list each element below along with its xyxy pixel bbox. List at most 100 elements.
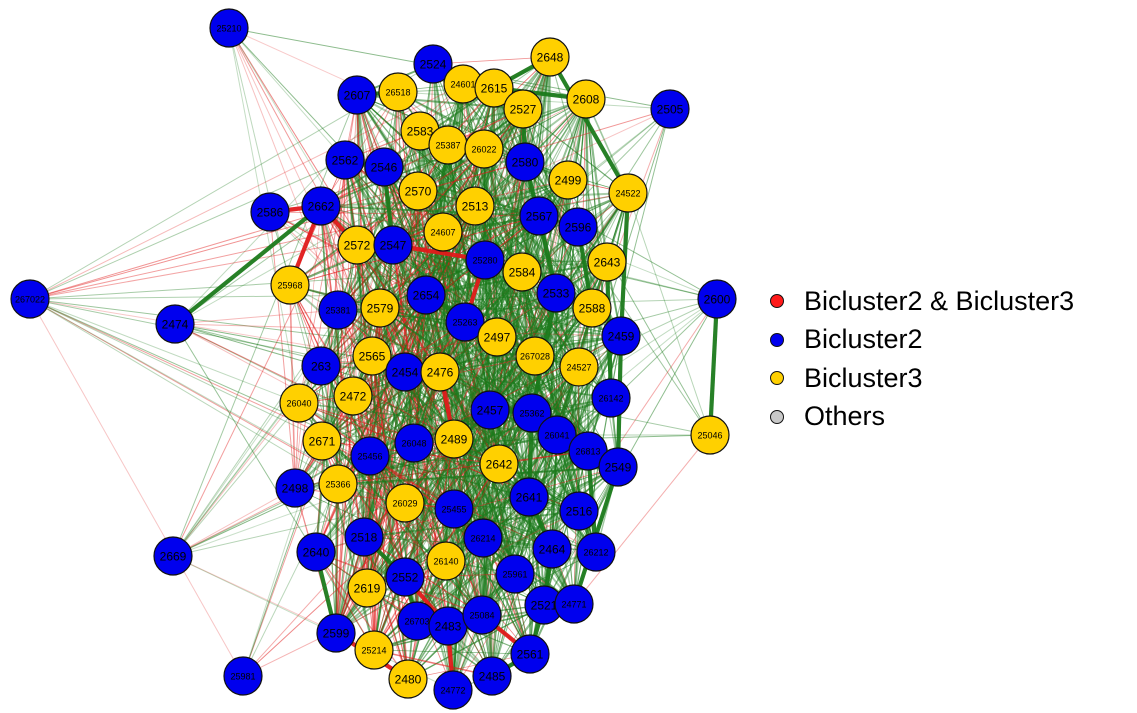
network-node-label: 2583 xyxy=(407,125,434,139)
network-node: 2454 xyxy=(385,352,425,392)
network-node: 2518 xyxy=(344,517,384,557)
network-node: 2643 xyxy=(587,242,627,282)
network-edge xyxy=(404,371,553,550)
network-node-circle xyxy=(333,376,373,416)
network-edge xyxy=(369,455,483,616)
network-node: 2474 xyxy=(155,304,195,344)
network-edge xyxy=(337,450,589,485)
network-edge-strong xyxy=(548,55,630,195)
network-node-label: 2599 xyxy=(323,627,350,641)
network-node: 24772 xyxy=(433,670,473,710)
network-edge xyxy=(447,438,455,627)
network-edge xyxy=(439,371,612,399)
network-node-label: 2497 xyxy=(484,331,511,345)
network-node-circle xyxy=(155,304,195,344)
network-node-label: 2570 xyxy=(405,185,432,199)
network-node-circle xyxy=(209,8,249,48)
network-node: 2505 xyxy=(650,89,690,129)
network-node-circle xyxy=(318,290,358,330)
network-edge xyxy=(404,412,533,504)
network-node: 2552 xyxy=(385,557,425,597)
network-node-circle xyxy=(385,557,425,597)
network-node-label: 25263 xyxy=(452,318,477,328)
network-node: 2549 xyxy=(598,447,638,487)
network-node: 24607 xyxy=(423,212,463,252)
network-node: 2561 xyxy=(510,634,550,674)
network-node: 2567 xyxy=(519,196,559,236)
network-node: 2572 xyxy=(337,225,377,265)
network-node-circle xyxy=(250,192,290,232)
network-node-circle xyxy=(532,529,572,569)
network-node-label: 2552 xyxy=(392,571,419,585)
legend-item: Bicluster3 xyxy=(770,359,1074,398)
network-node: 26040 xyxy=(279,383,319,423)
network-edge xyxy=(407,653,531,680)
network-edge xyxy=(373,336,498,651)
network-node-label: 24601 xyxy=(450,80,475,90)
network-node-circle xyxy=(302,421,342,461)
network-node: 2464 xyxy=(532,529,572,569)
network-node-label: 24527 xyxy=(566,363,591,373)
network-node: 25280 xyxy=(465,240,505,280)
network-edge xyxy=(573,434,711,605)
network-edge xyxy=(172,307,381,557)
legend-swatch xyxy=(770,409,784,424)
network-node-label: 2533 xyxy=(543,287,570,301)
network-node-circle xyxy=(434,489,474,529)
network-node-circle xyxy=(153,536,193,576)
network-node-circle xyxy=(434,419,474,459)
network-node-label: 2454 xyxy=(392,366,419,380)
network-node-circle xyxy=(413,44,453,84)
legend-label: Bicluster2 & Bicluster3 xyxy=(804,285,1075,316)
network-node-label: 2527 xyxy=(510,103,537,117)
network-node: 2671 xyxy=(302,421,342,461)
network-edge xyxy=(514,366,580,575)
network-edge xyxy=(172,502,406,557)
network-edge xyxy=(228,27,291,286)
network-node: 2499 xyxy=(548,160,588,200)
network-node-label: 2474 xyxy=(162,318,189,332)
network-node: 26041 xyxy=(537,415,577,455)
network-node: 2615 xyxy=(474,68,514,108)
network-node-circle xyxy=(548,160,588,200)
network-node: 2513 xyxy=(455,186,495,226)
network-node-label: 2562 xyxy=(332,154,359,168)
network-node-circle xyxy=(279,383,319,423)
network-node-label: 2516 xyxy=(566,505,593,519)
network-node-label: 2472 xyxy=(340,390,367,404)
network-node-label: 25084 xyxy=(469,611,494,621)
network-edge xyxy=(29,159,346,300)
network-edge xyxy=(228,27,346,161)
network-node-label: 26703 xyxy=(404,617,429,627)
network-node-label: 25456 xyxy=(357,452,382,462)
network-node: 2521 xyxy=(524,585,564,625)
network-node-circle xyxy=(378,72,418,112)
network-node-label: 2596 xyxy=(565,221,592,235)
network-edge-strong xyxy=(173,204,323,326)
network-node: 26142 xyxy=(591,378,631,418)
network-node: 25387 xyxy=(428,125,468,165)
network-node-label: 26813 xyxy=(575,447,600,457)
network-node: 2662 xyxy=(301,186,341,226)
network-node-label: 26029 xyxy=(392,499,417,509)
network-node-circle xyxy=(325,140,365,180)
network-node-label: 2608 xyxy=(573,93,600,107)
network-edge xyxy=(369,455,500,465)
network-edge xyxy=(392,214,540,247)
network-node-label: 2600 xyxy=(704,293,731,307)
network-node-label: 25381 xyxy=(325,306,350,316)
network-node-circle xyxy=(479,444,519,484)
network-node-circle xyxy=(650,89,690,129)
network-node-label: 2464 xyxy=(539,543,566,557)
network-node: 25381 xyxy=(318,290,358,330)
network-node-label: 2619 xyxy=(354,582,381,596)
network-node: 2489 xyxy=(434,419,474,459)
network-edge xyxy=(573,366,580,605)
network-node-circle xyxy=(477,317,517,357)
network-node-circle xyxy=(423,212,463,252)
network-node-circle xyxy=(316,613,356,653)
network-node-circle xyxy=(445,302,485,342)
network-node-circle xyxy=(472,656,512,696)
